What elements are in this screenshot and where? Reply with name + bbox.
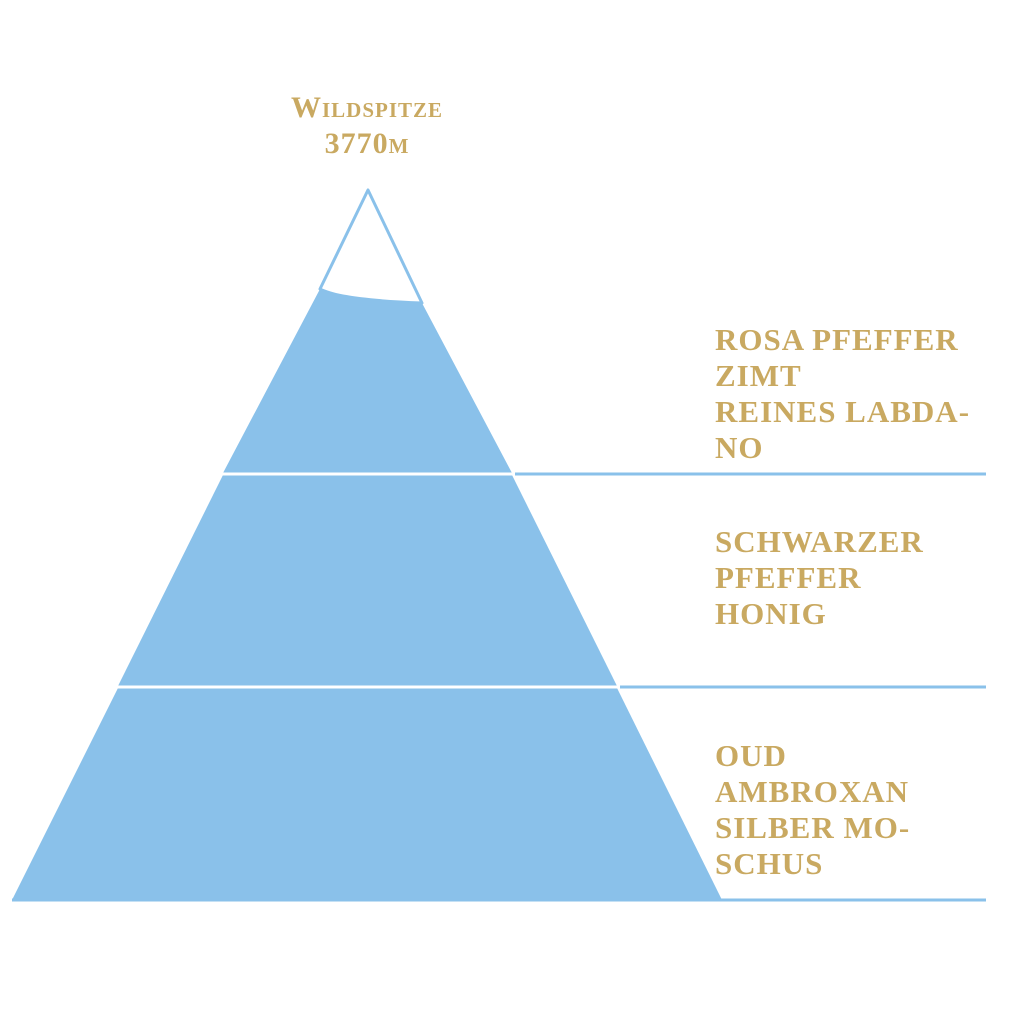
note-item: ROSA PFEFFER bbox=[715, 322, 959, 357]
note-item: SILBER MO- bbox=[715, 810, 911, 845]
note-item: OUD bbox=[715, 738, 787, 773]
pyramid-tier-base bbox=[12, 688, 722, 900]
note-item: REINES LABDA- bbox=[715, 394, 971, 429]
note-item: ZIMT bbox=[715, 358, 802, 393]
note-item: HONIG bbox=[715, 596, 827, 631]
peak-label: Wildspitze 3770m bbox=[217, 90, 517, 162]
peak-name: Wildspitze bbox=[290, 91, 444, 124]
peak-altitude: 3770m bbox=[324, 127, 410, 160]
pyramid-tier-heart bbox=[118, 475, 617, 686]
note-item: AMBROXAN bbox=[715, 774, 909, 809]
pyramid-tier-top bbox=[223, 289, 512, 473]
base-notes-list: OUD AMBROXAN SILBER MO- SCHUS bbox=[715, 738, 1015, 882]
note-item: PFEFFER bbox=[715, 560, 862, 595]
note-item: SCHWARZER bbox=[715, 524, 924, 559]
note-item: SCHUS bbox=[715, 846, 824, 881]
note-item: NO bbox=[715, 430, 764, 465]
snow-cap bbox=[318, 188, 424, 305]
top-notes-list: ROSA PFEFFER ZIMT REINES LABDA- NO bbox=[715, 322, 1015, 466]
heart-notes-list: SCHWARZER PFEFFER HONIG bbox=[715, 524, 1015, 632]
